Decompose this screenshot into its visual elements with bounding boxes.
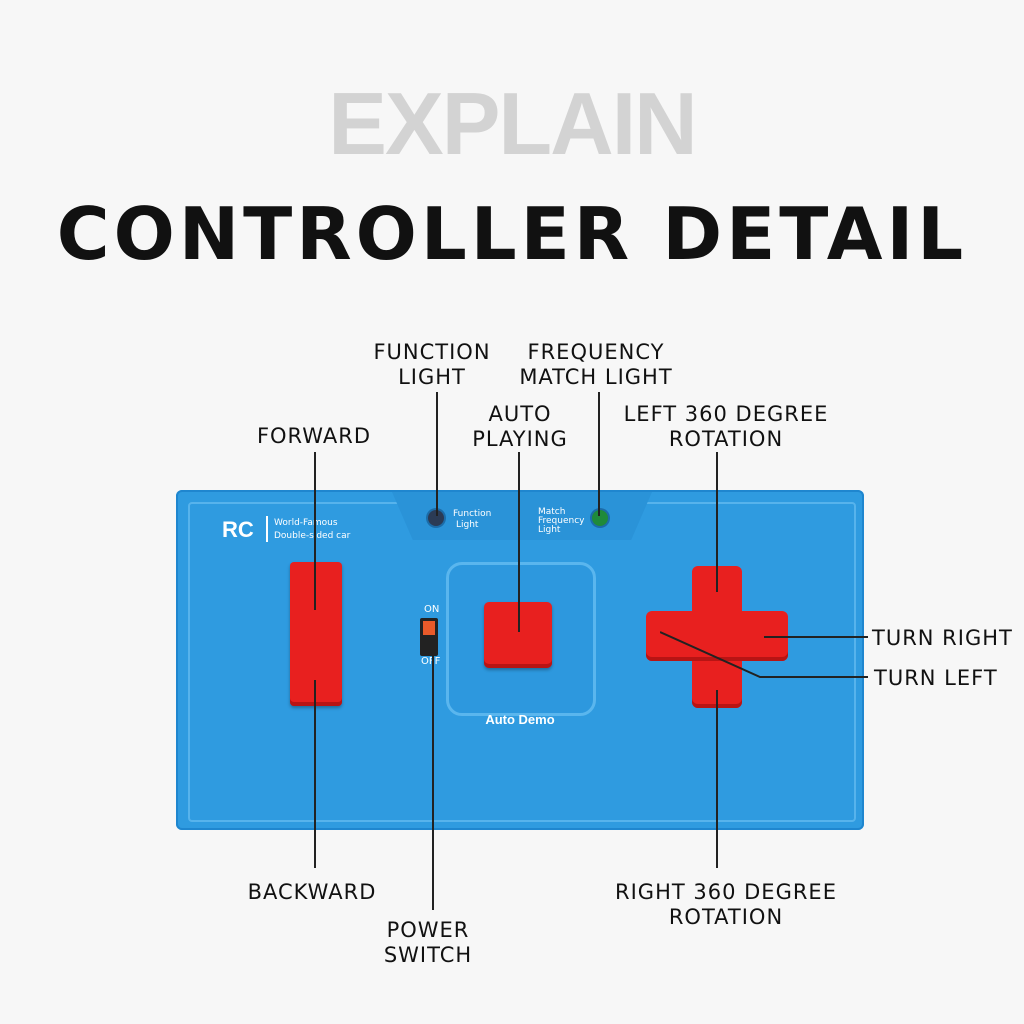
- turn-right-leader-line: [764, 636, 868, 638]
- turn-left-label: TURN LEFT: [874, 666, 998, 690]
- auto-playing-leader-line: [518, 452, 520, 632]
- turn-left-leader-line: [660, 631, 868, 678]
- backward-leader-line: [314, 680, 316, 868]
- brand-divider: [266, 516, 268, 542]
- match-light-text2: Frequency: [538, 516, 585, 526]
- forward-label: FORWARD: [256, 424, 372, 448]
- power-switch-leader-line: [432, 640, 434, 910]
- explain-heading: EXPLAIN: [328, 74, 697, 173]
- match-light-text1: Match: [538, 507, 566, 517]
- controller-detail-heading: CONTROLLER DETAIL: [56, 192, 968, 276]
- turn-right-label: TURN RIGHT: [872, 626, 1013, 650]
- brand-logo: RC: [222, 517, 254, 542]
- match-light-led: [592, 510, 608, 526]
- switch-off-label: OFF: [421, 656, 441, 667]
- forward-leader-line: [314, 452, 316, 610]
- function-light-led: [428, 510, 444, 526]
- function-light-leader-line: [436, 392, 438, 516]
- match-light-leader-line: [598, 392, 600, 516]
- forward-backward-button[interactable]: [290, 562, 342, 706]
- power-switch-knob[interactable]: [423, 621, 435, 635]
- backward-label: BACKWARD: [247, 880, 377, 904]
- match-light-text3: Light: [538, 525, 561, 535]
- function-light-text1: Function: [453, 509, 492, 519]
- auto-demo-label: Auto Demo: [485, 712, 555, 727]
- left-rotation-leader-line: [716, 452, 718, 592]
- brand-tagline-line1: World-Famous: [274, 518, 338, 528]
- function-light-text2: Light: [456, 520, 479, 530]
- switch-on-label: ON: [424, 604, 440, 615]
- right-rotation-leader-line: [716, 690, 718, 868]
- brand-tagline-line2: Double-sided car: [274, 531, 351, 541]
